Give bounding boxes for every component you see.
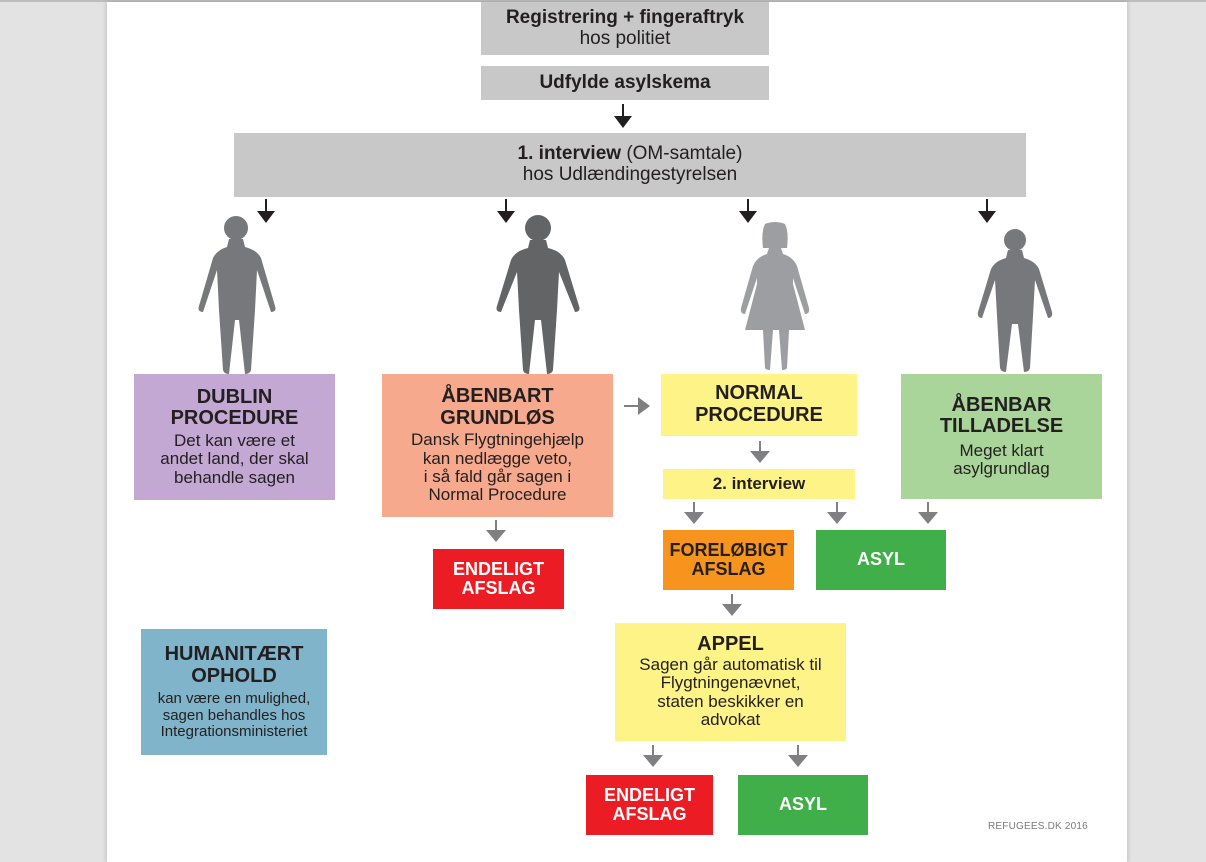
appel-text-line: staten beskikker en	[657, 691, 804, 711]
arrow-down-icon	[722, 594, 742, 616]
appel-text-line: advokat	[700, 710, 761, 730]
grundlos-text-line: i så fald går sagen i	[423, 467, 572, 487]
asylskema-title: Udfylde asylskema	[539, 71, 711, 93]
humanitaert-text-line: sagen behandles hos	[162, 706, 306, 724]
interview1-title: 1. interview (OM-samtale)	[518, 144, 743, 165]
arrow-down-icon	[739, 199, 757, 223]
endeligt-afslag-line2: AFSLAG	[612, 804, 687, 824]
forelobigt-afslag-line1: FORELØBIGT	[669, 539, 788, 560]
appel-title: APPEL	[697, 633, 764, 656]
woman-figure-icon	[740, 222, 810, 370]
arrow-down-icon	[827, 502, 847, 524]
endeligt-afslag-box: ENDELIGT AFSLAG	[433, 549, 564, 609]
asyl-label: ASYL	[856, 549, 905, 570]
asyl-box: ASYL	[738, 775, 868, 835]
document-page: Registrering + fingeraftryk hos politiet…	[107, 2, 1127, 862]
humanitaert-text-line: Integrationsministeriet	[160, 722, 308, 740]
tilladelse-text-line: Meget klart	[959, 440, 1044, 460]
registrering-title: Registrering + fingeraftryk	[505, 6, 745, 28]
dublin-procedure-box: DUBLIN PROCEDURE Det kan være et andet l…	[134, 374, 335, 500]
arrow-down-icon	[788, 745, 808, 767]
asyl-box: ASYL	[816, 530, 946, 590]
arrow-down-icon	[684, 502, 704, 524]
grundlos-text-line: Normal Procedure	[428, 485, 567, 505]
tilladelse-title-line2: TILLADELSE	[939, 415, 1064, 438]
registrering-subtitle: hos politiet	[579, 27, 671, 49]
dublin-text-line: Det kan være et	[174, 431, 295, 451]
arrow-down-icon	[918, 502, 938, 524]
normal-title-line2: PROCEDURE	[695, 404, 823, 426]
dublin-title-line1: DUBLIN	[196, 385, 273, 408]
humanitaert-text-line: kan være en mulighed,	[157, 690, 311, 708]
normal-title-line1: NORMAL	[715, 382, 803, 405]
grundlos-text-line: kan nedlægge veto,	[422, 448, 573, 468]
man-figure-icon	[198, 216, 276, 374]
interview1-title-rest: (OM-samtale)	[621, 143, 743, 165]
arrow-down-icon	[257, 199, 275, 223]
dublin-title-line2: PROCEDURE	[170, 407, 299, 430]
asylskema-box: Udfylde asylskema	[481, 66, 769, 100]
appel-box: APPEL Sagen går automatisk til Flygtning…	[615, 623, 846, 741]
man-figure-icon	[977, 229, 1053, 372]
arrow-right-icon	[624, 397, 650, 415]
arrow-down-icon	[614, 104, 632, 128]
appel-text-line: Sagen går automatisk til	[639, 655, 822, 675]
appel-text-line: Flygtningenævnet,	[660, 673, 801, 693]
interview1-subtitle: hos Udlændingestyrelsen	[522, 164, 738, 185]
abenbar-tilladelse-box: ÅBENBAR TILLADELSE Meget klart asylgrund…	[901, 374, 1102, 499]
normal-procedure-box: NORMAL PROCEDURE	[661, 374, 857, 436]
interview2-box: 2. interview	[663, 469, 855, 499]
endeligt-afslag-line2: AFSLAG	[461, 578, 536, 598]
viewer-top-border	[0, 0, 1206, 2]
endeligt-afslag-box: ENDELIGT AFSLAG	[586, 775, 713, 835]
grundlos-text-line: Dansk Flygtningehjælp	[411, 430, 584, 450]
interview1-box: 1. interview (OM-samtale) hos Udlændinge…	[234, 133, 1026, 197]
arrow-down-icon	[486, 520, 506, 542]
grundlos-title-line1: ÅBENBART	[441, 385, 554, 408]
credit-text: REFUGEES.DK 2016	[988, 821, 1088, 832]
tilladelse-title-line1: ÅBENBAR	[951, 393, 1052, 416]
abenbart-grundlos-box: ÅBENBART GRUNDLØS Dansk Flygtningehjælp …	[382, 374, 613, 517]
arrow-down-icon	[643, 745, 663, 767]
humanitaert-title-line2: OPHOLD	[191, 664, 277, 687]
registrering-box: Registrering + fingeraftryk hos politiet	[481, 2, 769, 55]
arrow-down-icon	[497, 199, 515, 223]
arrow-down-icon	[978, 199, 996, 223]
interview1-title-bold: 1. interview	[517, 143, 622, 165]
dublin-text-line: behandle sagen	[173, 467, 295, 487]
forelobigt-afslag-box: FORELØBIGT AFSLAG	[663, 530, 794, 590]
asyl-label: ASYL	[778, 794, 827, 815]
interview2-title: 2. interview	[712, 473, 806, 493]
endeligt-afslag-line1: ENDELIGT	[452, 558, 544, 579]
humanitaert-title-line1: HUMANITÆRT	[164, 643, 304, 666]
tilladelse-text-line: asylgrundlag	[953, 459, 1050, 479]
arrow-down-icon	[750, 441, 770, 463]
humanitaert-ophold-box: HUMANITÆRT OPHOLD kan være en mulighed, …	[141, 629, 327, 755]
man-figure-icon	[496, 215, 580, 374]
endeligt-afslag-line1: ENDELIGT	[603, 784, 695, 805]
grundlos-title-line2: GRUNDLØS	[440, 406, 555, 429]
dublin-text-line: andet land, der skal	[160, 449, 309, 469]
forelobigt-afslag-line2: AFSLAG	[691, 559, 766, 579]
